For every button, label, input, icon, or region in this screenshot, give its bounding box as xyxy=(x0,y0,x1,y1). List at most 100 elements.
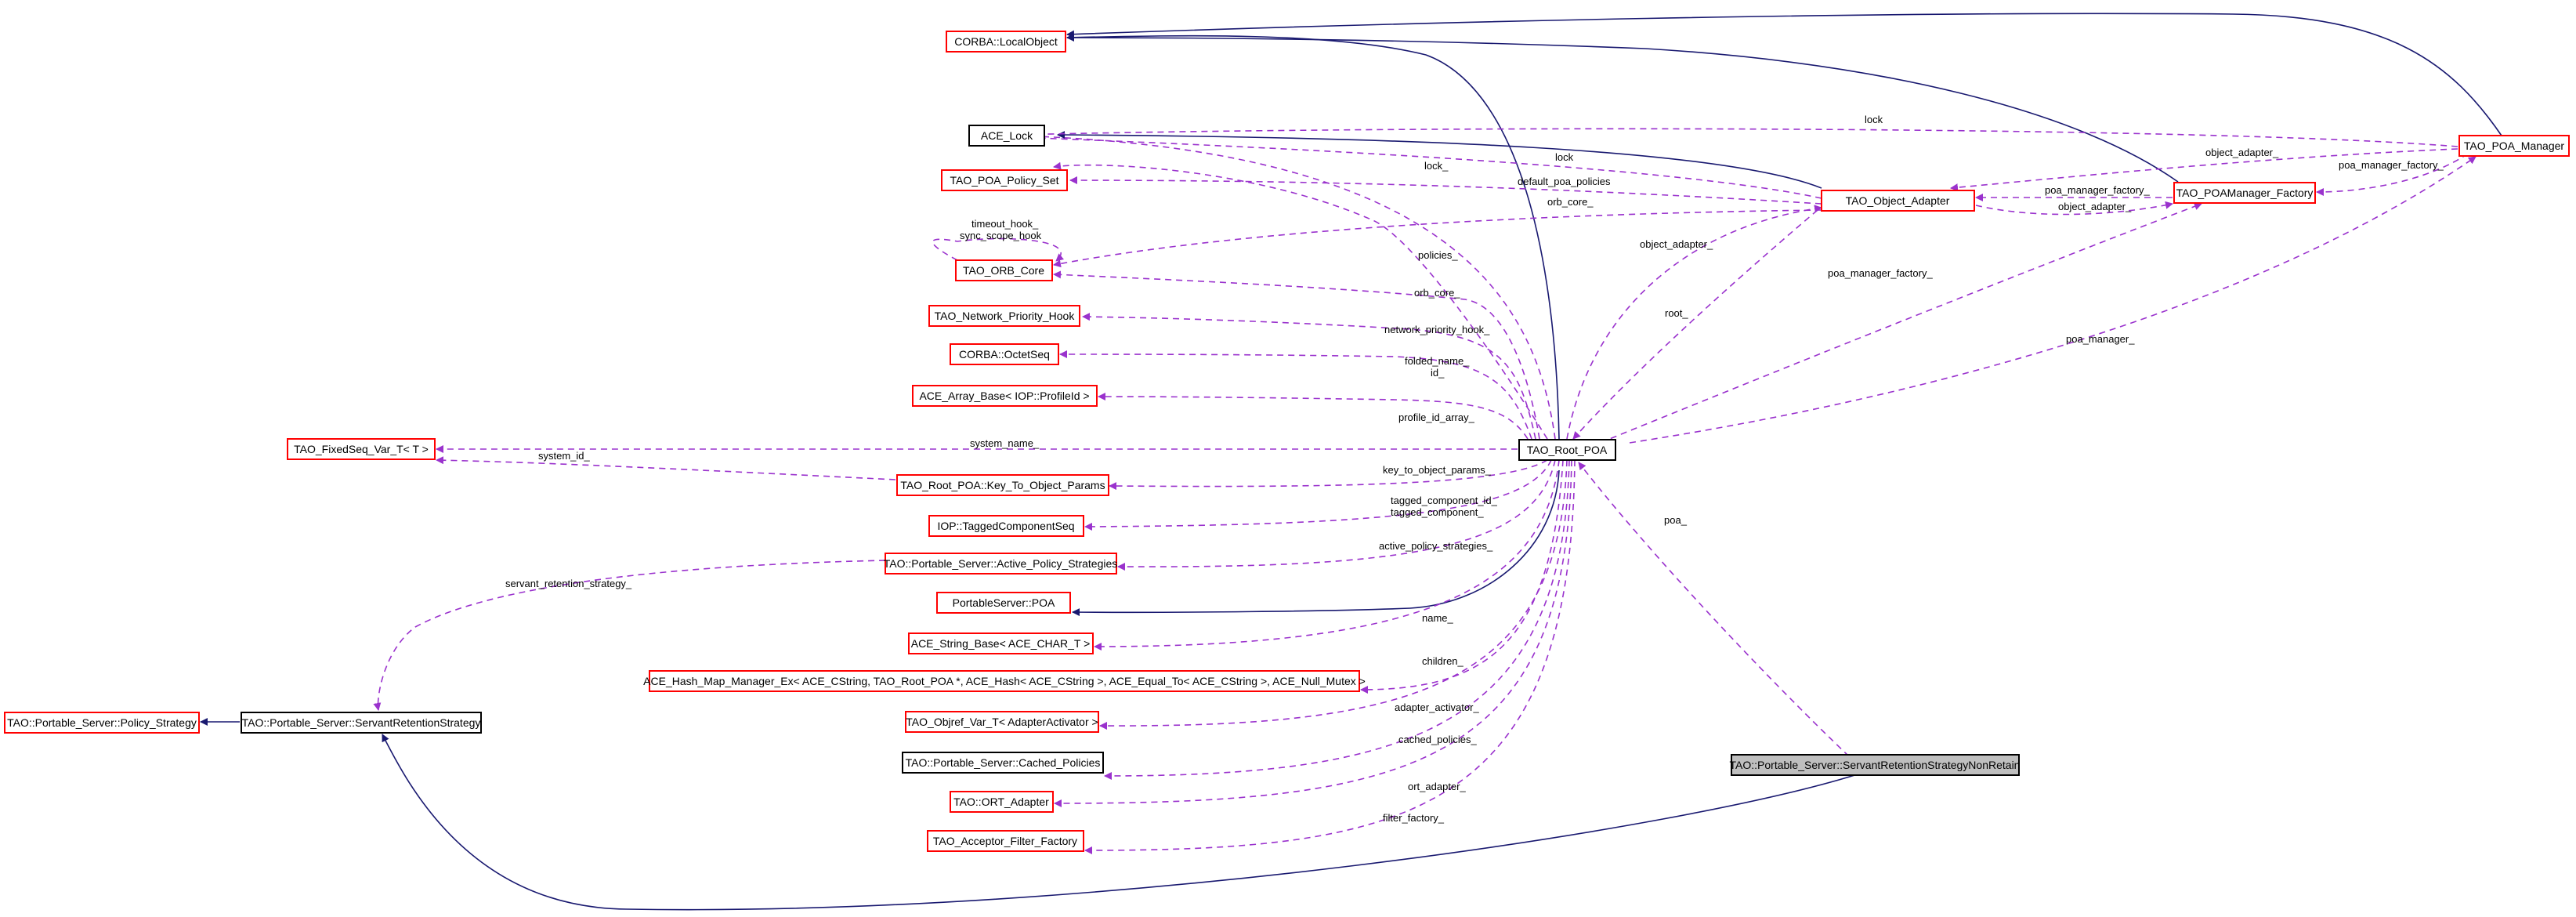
edge-rootpoa-localobject xyxy=(1066,33,1560,440)
label-key-to-object-params: key_to_object_params_ xyxy=(1383,464,1492,476)
node-objref-var[interactable]: TAO_Objref_Var_T< AdapterActivator > xyxy=(905,711,1099,733)
node-label: PortableServer::POA xyxy=(953,596,1055,609)
node-object-adapter[interactable]: TAO_Object_Adapter xyxy=(1821,190,1975,212)
edge-objectadapter-orbcore xyxy=(1053,209,1822,268)
edge-poamanagerfactory-localobject xyxy=(1066,34,2179,183)
node-corba-localobject[interactable]: CORBA::LocalObject xyxy=(946,31,1066,53)
edge-rootpoa-activepolicy xyxy=(1117,459,1556,571)
label-poa-manager-factory-1: poa_manager_factory_ xyxy=(2339,159,2444,171)
node-ace-lock[interactable]: ACE_Lock xyxy=(968,125,1045,147)
node-servant-retention-strategy[interactable]: TAO::Portable_Server::ServantRetentionSt… xyxy=(241,712,482,734)
edge-keyparams-fixedseq xyxy=(436,456,896,480)
node-label: IOP::TaggedComponentSeq xyxy=(937,520,1074,532)
label-lock-1: lock xyxy=(1865,114,1883,125)
node-portableserver-poa[interactable]: PortableServer::POA xyxy=(936,592,1071,614)
label-active-policy-strategies: active_policy_strategies_ xyxy=(1379,540,1493,552)
label-policies: policies_ xyxy=(1418,249,1458,261)
label-timeout-hook: timeout_hook_ xyxy=(971,218,1039,230)
label-object-adapter-2: object_adapter_ xyxy=(2058,201,2132,212)
edge-rootpoa-filterfactory xyxy=(1084,459,1576,854)
node-label: TAO_Acceptor_Filter_Factory xyxy=(933,835,1077,847)
node-hash-map[interactable]: ACE_Hash_Map_Manager_Ex< ACE_CString, TA… xyxy=(643,670,1366,692)
node-nonretain[interactable]: TAO::Portable_Server::ServantRetentionSt… xyxy=(1730,754,2021,776)
label-object-adapter-3: object_adapter_ xyxy=(1640,238,1713,250)
usage-edges xyxy=(373,128,2477,854)
edge-objectadapter-poamanagerfactory xyxy=(1975,201,2173,216)
label-poa-manager-factory-3: poa_manager_factory_ xyxy=(1828,267,1933,279)
node-tagged-component-seq[interactable]: IOP::TaggedComponentSeq xyxy=(928,515,1084,537)
node-policy-set[interactable]: TAO_POA_Policy_Set xyxy=(941,169,1068,191)
node-label: ACE_Hash_Map_Manager_Ex< ACE_CString, TA… xyxy=(643,675,1366,687)
edge-nonretain-rootpoa xyxy=(1578,462,1850,757)
label-system-id: system_id_ xyxy=(538,450,591,462)
edge-objectadapter-rootpoa xyxy=(1572,209,1818,440)
node-label: TAO_Root_POA::Key_To_Object_Params xyxy=(900,479,1105,491)
inheritance-edges xyxy=(200,13,2504,911)
edge-rootpoa-hashmap xyxy=(1360,459,1564,694)
edge-labels: lock object_adapter_ poa_manager_factory… xyxy=(505,114,2444,824)
label-id: id_ xyxy=(1431,367,1445,379)
node-string-base[interactable]: ACE_String_Base< ACE_CHAR_T > xyxy=(908,632,1094,654)
node-label: TAO::Portable_Server::ServantRetentionSt… xyxy=(242,716,481,729)
label-servant-retention-strategy: servant_retention_strategy_ xyxy=(505,578,632,589)
label-tagged-component-id: tagged_component_id_ xyxy=(1391,495,1498,506)
node-label: CORBA::OctetSeq xyxy=(959,348,1050,361)
label-network-priority-hook: network_priority_hook_ xyxy=(1384,324,1490,335)
edge-poamanager-objectadapter xyxy=(1950,148,2458,192)
label-poa-manager: poa_manager_ xyxy=(2066,333,2135,345)
node-ort-adapter[interactable]: TAO::ORT_Adapter xyxy=(950,791,1054,813)
node-policy-strategy[interactable]: TAO::Portable_Server::Policy_Strategy xyxy=(4,712,200,734)
node-key-params[interactable]: TAO_Root_POA::Key_To_Object_Params xyxy=(896,474,1109,496)
node-orb-core[interactable]: TAO_ORB_Core xyxy=(955,259,1053,281)
edge-rootpoa-network-hook xyxy=(1082,313,1536,440)
label-name: name_ xyxy=(1422,612,1454,624)
label-poa-manager-factory-2: poa_manager_factory_ xyxy=(2045,184,2150,196)
node-label: TAO_Objref_Var_T< AdapterActivator > xyxy=(906,716,1098,728)
edge-objectadapter-lock xyxy=(1015,133,1822,199)
node-root-poa[interactable]: TAO_Root_POA xyxy=(1518,439,1616,461)
node-array-base[interactable]: ACE_Array_Base< IOP::ProfileId > xyxy=(912,385,1098,407)
edge-orbcore-self xyxy=(932,237,1065,262)
edge-rootpoa-poamanagerfactory xyxy=(1590,202,2202,448)
label-profile-id-array: profile_id_array_ xyxy=(1398,411,1475,423)
edge-objectadapter-ace-lock xyxy=(1057,131,1822,189)
node-cached-policies[interactable]: TAO::Portable_Server::Cached_Policies xyxy=(902,752,1104,774)
edge-rootpoa-orbcore xyxy=(1053,270,1540,440)
label-lock-3: lock_ xyxy=(1424,160,1449,172)
node-acceptor-filter-factory[interactable]: TAO_Acceptor_Filter_Factory xyxy=(927,830,1084,852)
node-label: ACE_String_Base< ACE_CHAR_T > xyxy=(911,637,1091,650)
label-cached-policies: cached_policies_ xyxy=(1398,734,1478,745)
node-label: TAO::Portable_Server::Cached_Policies xyxy=(906,756,1101,769)
node-octetseq[interactable]: CORBA::OctetSeq xyxy=(950,343,1059,365)
edge-rootpoa-stringbase xyxy=(1094,459,1560,651)
node-label: TAO_Network_Priority_Hook xyxy=(935,310,1076,322)
label-tagged-component: tagged_component_ xyxy=(1391,506,1484,518)
edge-activepolicy-srs xyxy=(373,560,886,711)
label-object-adapter-1: object_adapter_ xyxy=(2205,147,2279,158)
edge-poamanager-poamanagerfactory xyxy=(2316,153,2469,196)
edge-rootpoa-policyset xyxy=(1053,161,1548,440)
label-poa: poa_ xyxy=(1664,514,1688,526)
label-folded-name: folded_name_ xyxy=(1405,355,1470,367)
edge-poamanager-lock xyxy=(1015,128,2458,147)
node-fixedseq[interactable]: TAO_FixedSeq_Var_T< T > xyxy=(287,438,436,460)
node-label: TAO::ORT_Adapter xyxy=(953,796,1049,808)
node-label: TAO_POAManager_Factory xyxy=(2176,187,2314,199)
node-poa-manager[interactable]: TAO_POA_Manager xyxy=(2458,135,2570,157)
label-root: root_ xyxy=(1665,307,1688,319)
edge-rootpoa-arraybase xyxy=(1098,393,1529,440)
node-label: TAO_FixedSeq_Var_T< T > xyxy=(294,443,429,455)
node-label: TAO::Portable_Server::Active_Policy_Stra… xyxy=(884,557,1118,570)
label-children: children_ xyxy=(1422,655,1464,667)
edge-rootpoa-poamanager xyxy=(1629,156,2477,444)
edge-rootpoa-octetseq xyxy=(1059,350,1532,440)
node-active-policy-strategies[interactable]: TAO::Portable_Server::Active_Policy_Stra… xyxy=(884,553,1118,574)
edge-objectadapter-policyset xyxy=(1069,176,1822,205)
edge-nonretain-srs xyxy=(382,734,1865,911)
node-label: TAO::Portable_Server::Policy_Strategy xyxy=(7,716,197,729)
label-orb-core-2: orb_core_ xyxy=(1414,287,1460,299)
node-label: TAO_POA_Manager xyxy=(2464,140,2564,152)
node-network-priority-hook[interactable]: TAO_Network_Priority_Hook xyxy=(928,305,1080,327)
node-poamanager-factory[interactable]: TAO_POAManager_Factory xyxy=(2173,182,2316,204)
